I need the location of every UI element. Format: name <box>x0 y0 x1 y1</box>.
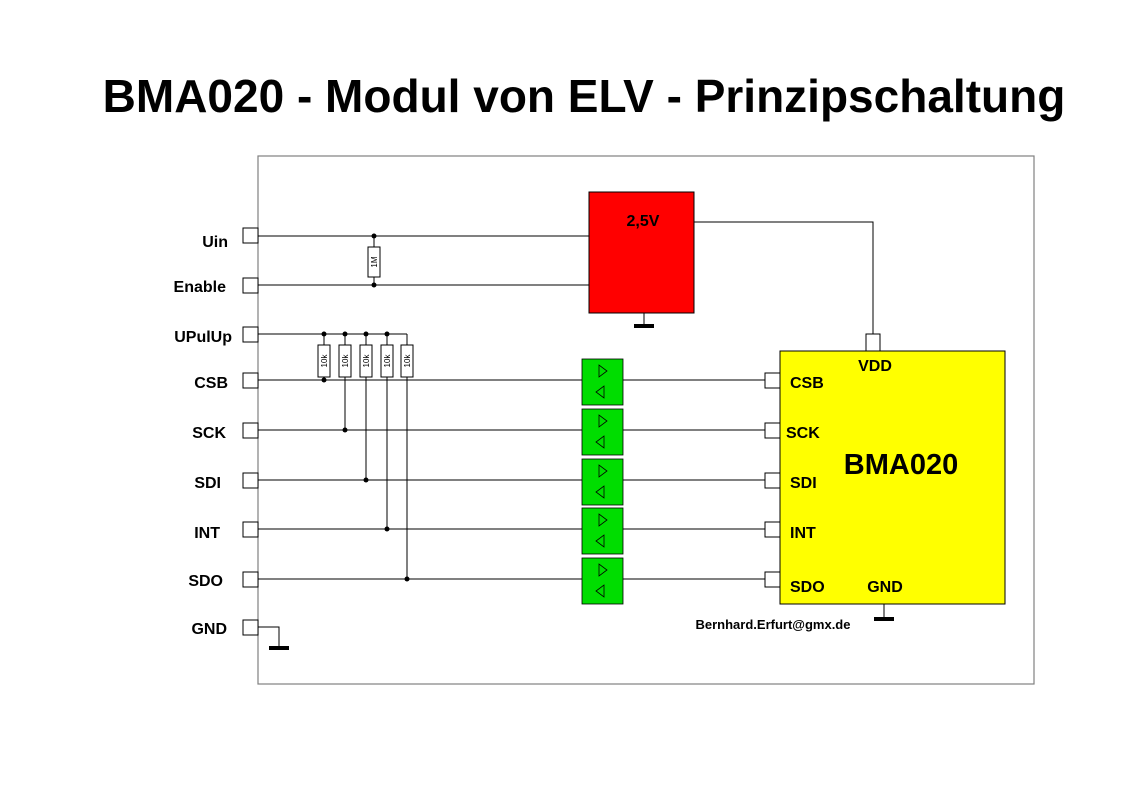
pullup-resistor-sdi: 10k <box>359 344 373 378</box>
level-shifter-sdi <box>581 458 624 506</box>
level-shifter-sck <box>581 408 624 456</box>
pullup-resistor-label: 10k <box>341 354 350 368</box>
level-shifter-csb <box>581 358 624 406</box>
chip-vdd-label: VDD <box>858 358 892 375</box>
module-pin-gnd <box>242 619 259 636</box>
module-pin-enable <box>242 277 259 294</box>
bma020-chip-name: BMA020 <box>844 449 958 481</box>
chip-pin-csb <box>764 372 781 389</box>
module-pin-label-gnd: GND <box>191 621 227 638</box>
bma020-chip-block <box>779 350 1006 605</box>
chip-pin-label-sdi: SDI <box>790 475 817 492</box>
author-email: Bernhard.Erfurt@gmx.de <box>696 617 851 632</box>
pullup-resistor-sck: 10k <box>338 344 352 378</box>
module-pin-label-uin: Uin <box>202 234 228 251</box>
voltage-regulator-block <box>588 191 695 314</box>
level-shifter-sdo <box>581 557 624 605</box>
pullup-resistor-label: 10k <box>383 354 392 368</box>
chip-pin-label-csb: CSB <box>790 375 824 392</box>
module-pin-label-upulup: UPulUp <box>174 329 232 346</box>
module-board-outline <box>257 155 1035 685</box>
pullup-resistor-sdo: 10k <box>400 344 414 378</box>
module-pin-label-csb: CSB <box>194 375 228 392</box>
chip-pin-vdd <box>865 333 881 352</box>
junction-dots <box>321 233 410 582</box>
module-pin-int <box>242 521 259 538</box>
pullup-resistor-label: 10k <box>362 354 371 368</box>
module-pin-label-sdo: SDO <box>188 573 223 590</box>
chip-pin-label-sdo: SDO <box>790 579 825 596</box>
module-pin-label-sck: SCK <box>192 425 226 442</box>
pullup-resistor-label: 10k <box>320 354 329 368</box>
module-pin-sck <box>242 422 259 439</box>
pullup-resistor-int: 10k <box>380 344 394 378</box>
module-pin-uin <box>242 227 259 244</box>
module-pin-sdi <box>242 472 259 489</box>
level-shifter-int <box>581 507 624 555</box>
chip-pin-sck <box>764 422 781 439</box>
module-pin-label-enable: Enable <box>174 279 227 296</box>
module-pin-sdo <box>242 571 259 588</box>
chip-pin-sdo <box>764 571 781 588</box>
module-pin-label-sdi: SDI <box>194 475 221 492</box>
chip-pin-label-int: INT <box>790 525 816 542</box>
pullup-resistor-csb: 10k <box>317 344 331 378</box>
voltage-regulator-label: 2,5V <box>627 213 660 230</box>
pullup-resistor-label: 10k <box>403 354 412 368</box>
module-pin-label-int: INT <box>194 525 220 542</box>
module-pin-upulup <box>242 326 259 343</box>
chip-pin-int <box>764 521 781 538</box>
resistor-1m-label: 1M <box>370 256 379 267</box>
chip-pin-label-sck: SCK <box>786 425 820 442</box>
chip-gnd-label: GND <box>867 579 903 596</box>
resistor-1m: 1M <box>367 246 381 278</box>
module-pin-csb <box>242 372 259 389</box>
chip-pin-sdi <box>764 472 781 489</box>
page-title: BMA020 - Modul von ELV - Prinzipschaltun… <box>102 70 1066 122</box>
